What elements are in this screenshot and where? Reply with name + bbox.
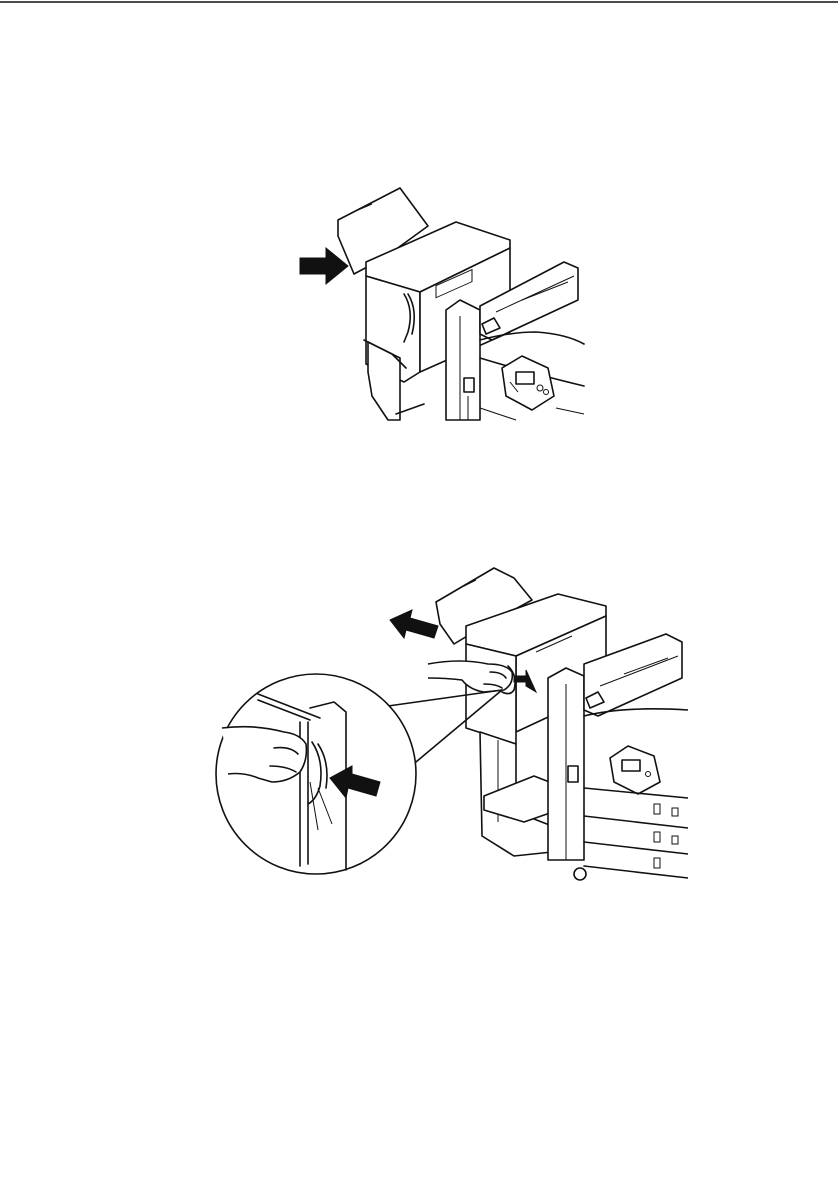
arrow-right-icon xyxy=(300,248,348,284)
finisher-release-lever-figure xyxy=(214,560,688,890)
printer-finisher-slide-out-illustration xyxy=(296,182,588,422)
finisher-pull-out-figure xyxy=(296,182,588,422)
arrow-left-icon xyxy=(390,610,438,638)
page-top-rule xyxy=(0,0,838,8)
magnified-inset xyxy=(216,674,416,874)
printer-finisher-release-lever-illustration xyxy=(214,560,688,890)
